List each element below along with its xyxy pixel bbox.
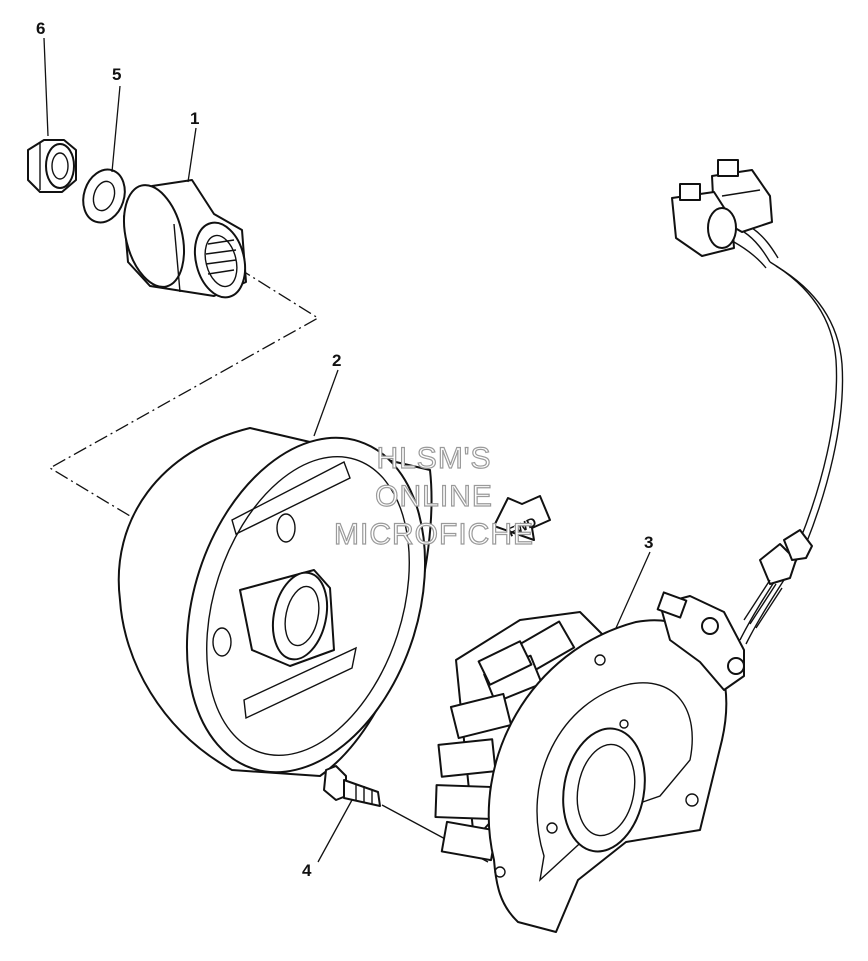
bushing-part-1 (123, 179, 247, 299)
leader-5 (111, 85, 121, 173)
leader-3 (615, 551, 651, 629)
leader-6 (43, 37, 49, 137)
forward-direction-arrow: FWD (493, 495, 551, 541)
callout-5: 5 (112, 65, 121, 84)
callout-4: 4 (302, 861, 312, 880)
callout-1: 1 (190, 109, 199, 128)
watermark-line-1: HLSM'S (376, 442, 491, 475)
leader-1 (187, 127, 197, 183)
bolt-part-4 (323, 765, 381, 807)
leader-2 (313, 369, 339, 437)
stator-part-3 (434, 591, 745, 933)
callout-6: 6 (36, 19, 45, 38)
wiring-harness (739, 261, 844, 645)
stator-coils (434, 620, 576, 862)
watermark: HLSM'S ONLINE MICROFICHE (333, 441, 534, 551)
wire-connectors (671, 159, 779, 269)
watermark-line-2: ONLINE (375, 480, 493, 513)
nut-part-6 (27, 139, 77, 193)
callout-2: 2 (332, 351, 341, 370)
assembly-center-line (48, 267, 320, 523)
watermark-line-3: MICROFICHE (334, 518, 534, 551)
leader-4 (317, 799, 353, 863)
flywheel-rotor-part-2 (117, 427, 433, 777)
callout-3: 3 (644, 533, 653, 552)
